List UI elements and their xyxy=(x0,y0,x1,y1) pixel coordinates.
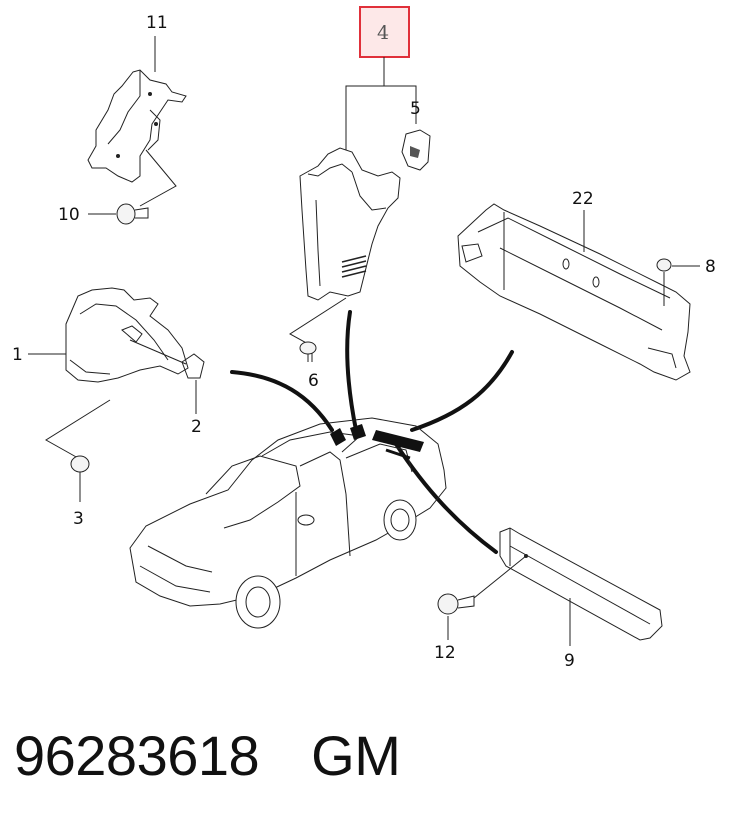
part-22-rear-shelf xyxy=(457,203,691,381)
leader-5 xyxy=(384,85,417,124)
callout-4: 4 xyxy=(377,22,389,44)
callout-1: 1 xyxy=(12,345,23,365)
leader-4 xyxy=(345,57,385,150)
callout-2: 2 xyxy=(191,417,202,437)
leader-12b xyxy=(473,555,527,599)
part-12-clip xyxy=(437,593,475,615)
pointer-arcs xyxy=(230,310,514,554)
callout-3: 3 xyxy=(73,509,84,529)
part-11-trim-panel xyxy=(87,69,187,183)
part-10-clip xyxy=(116,203,149,225)
part-9-sill-trim xyxy=(499,527,663,641)
highlight-box-4 xyxy=(359,6,410,58)
brand-name: GM xyxy=(311,723,401,787)
parts-diagram: 11 4 5 10 22 8 1 6 2 3 12 9 xyxy=(12,6,716,671)
leader-6 xyxy=(289,297,347,362)
callout-8: 8 xyxy=(705,257,716,277)
part-2-cap xyxy=(181,353,205,379)
part-4-pillar-trim xyxy=(299,147,401,301)
part-1-wheelhouse-trim xyxy=(65,287,189,383)
leader-1b xyxy=(129,339,187,365)
part-number: 96283618 xyxy=(14,723,260,787)
part-3-clip xyxy=(70,455,90,502)
callout-10: 10 xyxy=(58,205,80,225)
leader-10b xyxy=(139,149,177,207)
part-8-clip xyxy=(656,258,672,306)
callout-12: 12 xyxy=(434,643,456,663)
callout-11: 11 xyxy=(146,13,168,33)
part-6-clip xyxy=(299,341,317,362)
car-illustration xyxy=(129,417,447,629)
leader-3 xyxy=(45,399,111,459)
callout-9: 9 xyxy=(564,651,575,671)
part-5-cap xyxy=(401,129,431,171)
callout-22: 22 xyxy=(572,189,594,209)
callout-5: 5 xyxy=(410,99,421,119)
callout-6: 6 xyxy=(308,371,319,391)
caption: 96283618 GM xyxy=(14,715,401,795)
